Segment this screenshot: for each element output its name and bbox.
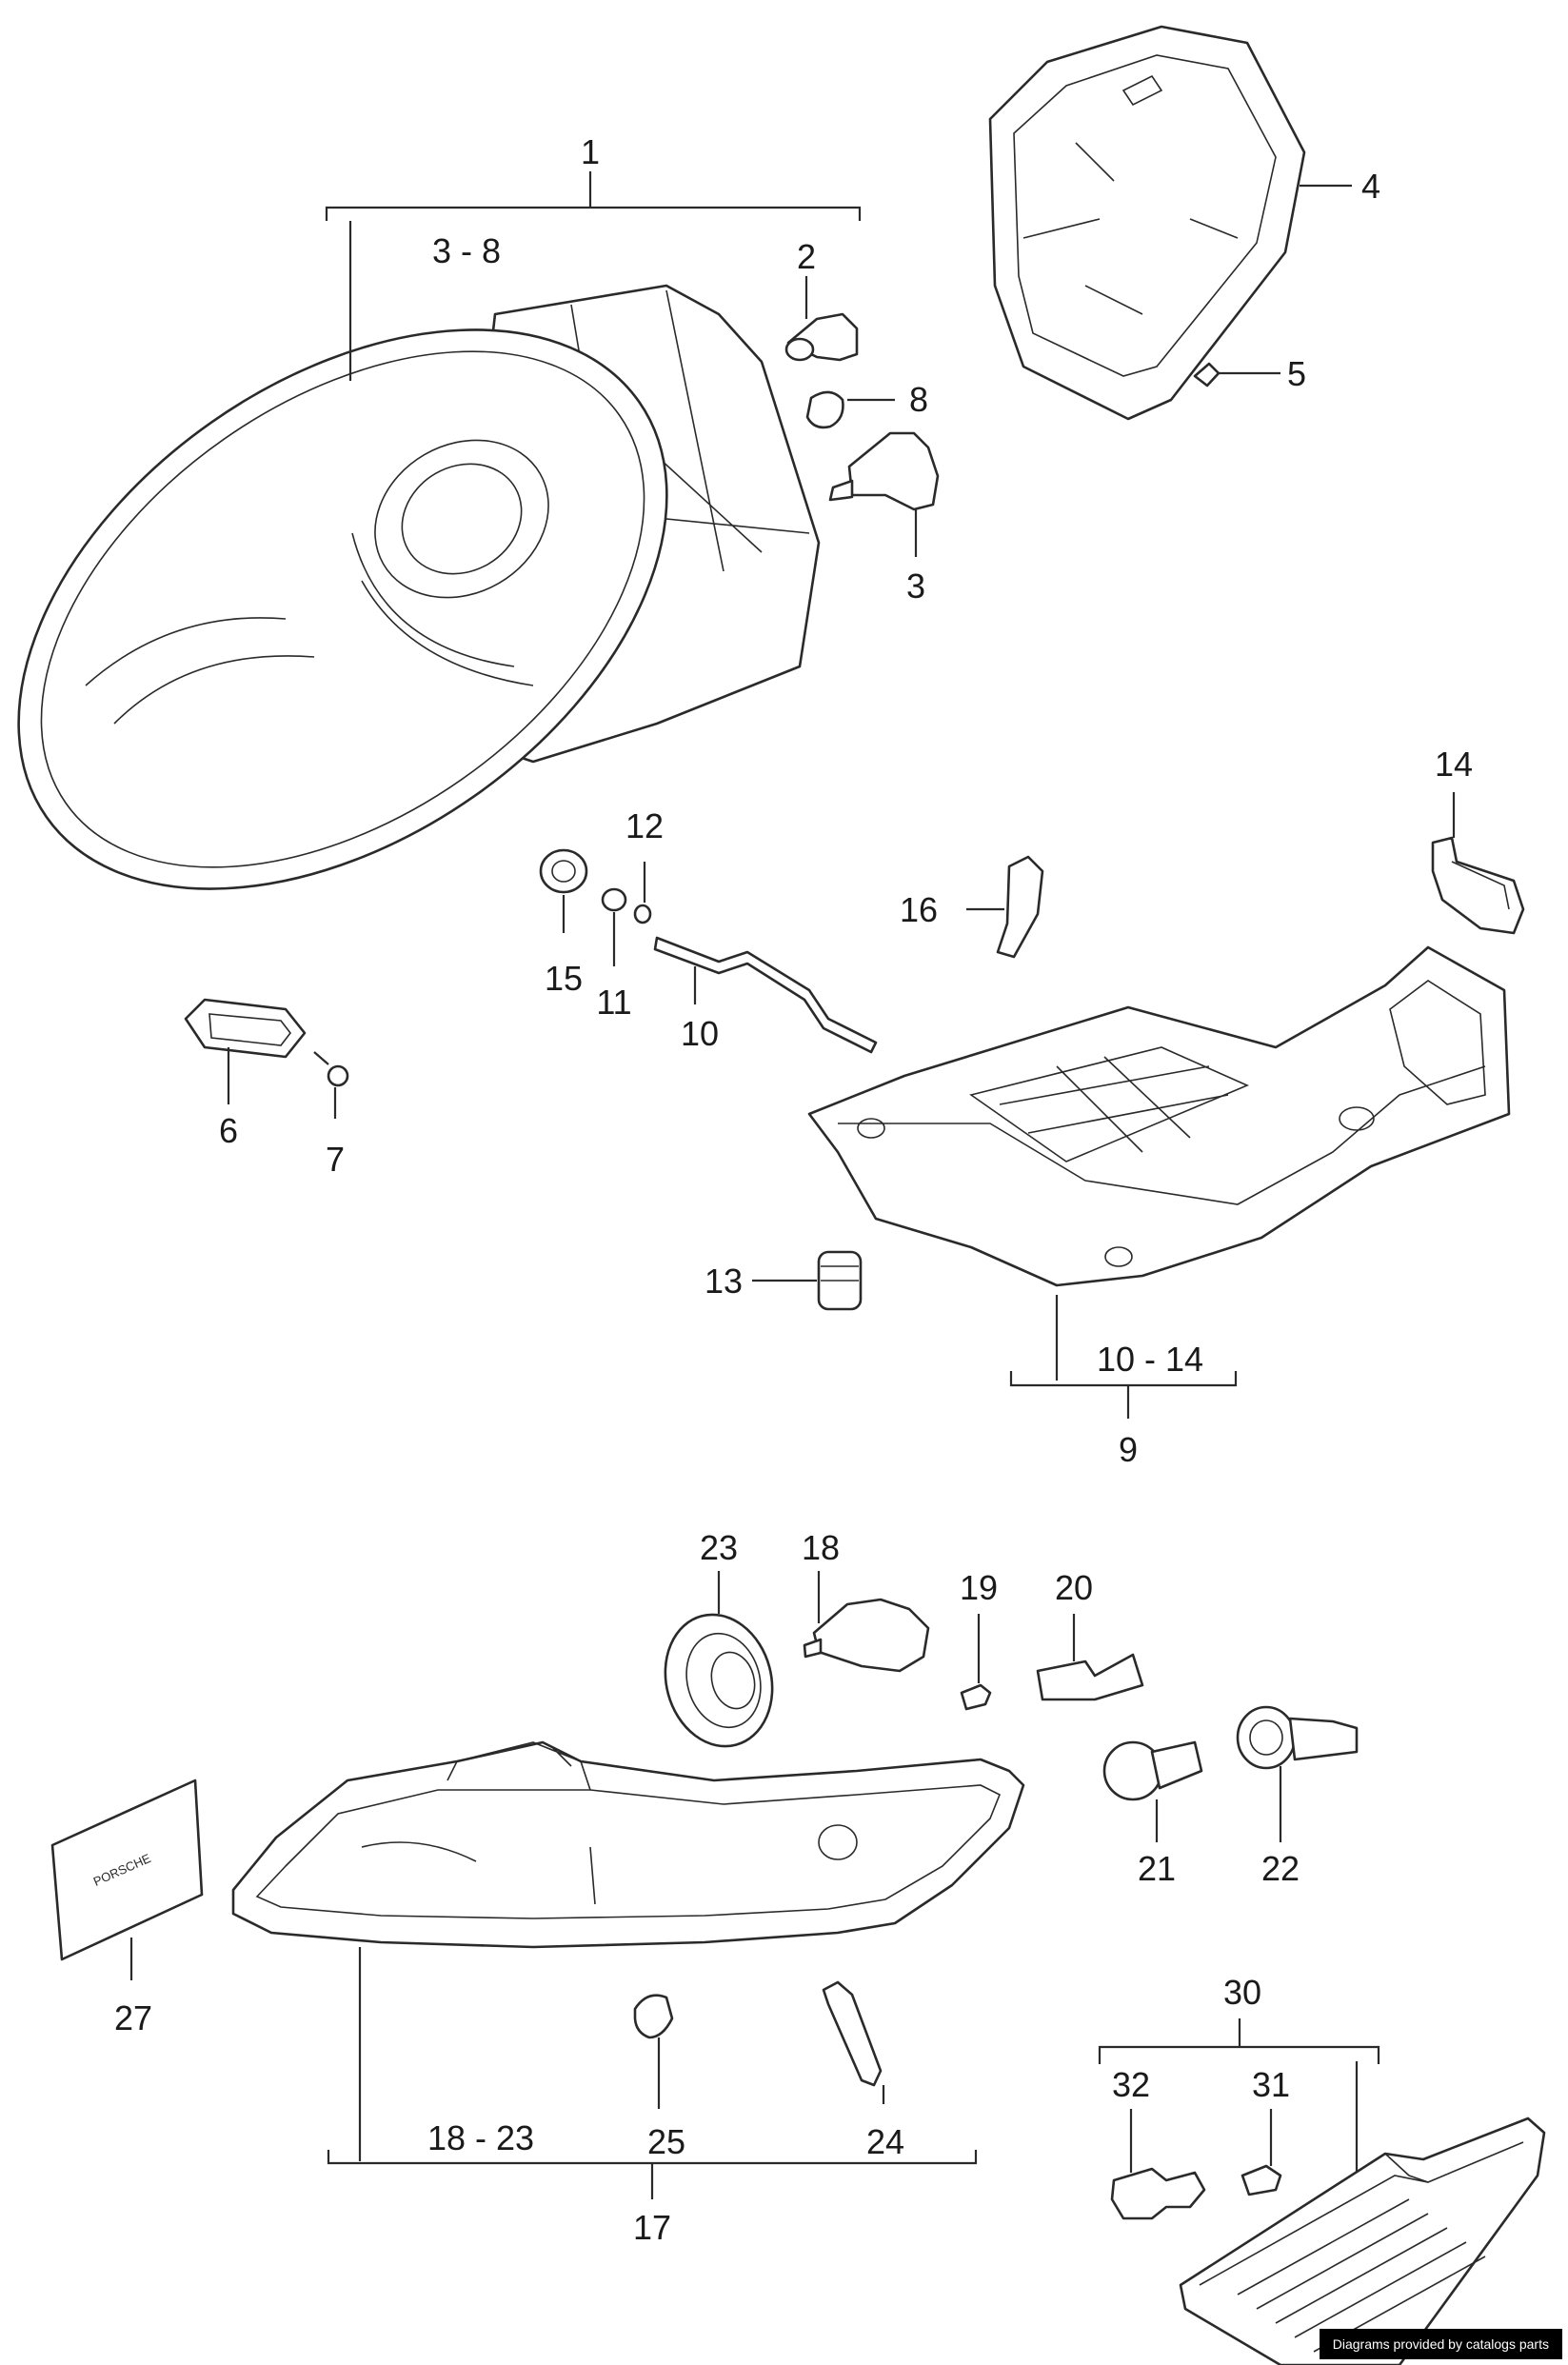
label-12: 12 <box>625 806 664 845</box>
clip-part-14[interactable]: 14 <box>1431 745 1525 935</box>
headlight-assembly[interactable] <box>0 214 821 1004</box>
label-11: 11 <box>596 983 631 1022</box>
label-3: 3 <box>906 566 925 606</box>
callout-17: 18 - 23 17 <box>327 1947 978 2247</box>
bulb-part-3[interactable]: 3 <box>828 431 940 606</box>
pin-part-24[interactable]: 24 <box>822 1980 904 2161</box>
side-marker-assembly[interactable] <box>1179 2117 1546 2365</box>
bulb-part-19[interactable]: 19 <box>960 1568 998 1711</box>
diagram-credit: Diagrams provided by catalogs parts <box>1319 2329 1562 2359</box>
bulb-part-31[interactable]: 31 <box>1241 2065 1290 2196</box>
label-18: 18 <box>802 1528 840 1567</box>
label-4: 4 <box>1361 167 1380 206</box>
label-15: 15 <box>545 959 583 998</box>
adjuster-part-13[interactable]: 13 <box>705 1250 863 1311</box>
label-9: 9 <box>1119 1430 1138 1469</box>
bracket-part-16[interactable]: 16 <box>900 855 1044 959</box>
label-32: 32 <box>1112 2065 1150 2104</box>
label-21: 21 <box>1138 1849 1176 1888</box>
bulb-part-2[interactable]: 2 <box>784 237 859 362</box>
screw-part-7[interactable]: 7 <box>313 1051 349 1179</box>
label-22: 22 <box>1261 1849 1300 1888</box>
label-16: 16 <box>900 890 938 929</box>
label-13: 13 <box>705 1262 743 1301</box>
label-19: 19 <box>960 1568 998 1607</box>
gasket-part-23[interactable]: 23 <box>651 1528 786 1759</box>
label-6: 6 <box>219 1111 238 1150</box>
label-5: 5 <box>1287 354 1306 393</box>
label-10-14: 10 - 14 <box>1097 1340 1203 1379</box>
label-18-23: 18 - 23 <box>427 2118 534 2157</box>
label-20: 20 <box>1055 1568 1093 1607</box>
pin-part-25[interactable]: 25 <box>633 1994 685 2161</box>
ring-part-12[interactable]: 12 <box>625 806 664 924</box>
bulb-part-20[interactable]: 20 <box>1036 1568 1144 1701</box>
label-17: 17 <box>633 2208 671 2247</box>
label-10: 10 <box>681 1014 719 1053</box>
label-30: 30 <box>1223 1973 1261 2012</box>
callout-30: 30 <box>1098 1973 1380 2180</box>
grommet-part-15[interactable]: 15 <box>539 848 588 998</box>
bulb-part-21[interactable]: 21 <box>1102 1740 1203 1888</box>
callout-1: 1 3 - 8 <box>325 132 862 381</box>
base-tray-part-9[interactable] <box>807 945 1511 1287</box>
bulb-part-18[interactable]: 18 <box>802 1528 930 1673</box>
socket-part-32[interactable]: 32 <box>1110 2065 1206 2220</box>
label-27: 27 <box>114 1998 152 2037</box>
label-7: 7 <box>326 1140 345 1179</box>
label-3-8: 3 - 8 <box>432 231 501 270</box>
callout-9: 10 - 14 9 <box>1009 1295 1238 1469</box>
screw-part-5[interactable]: 5 <box>1193 354 1306 393</box>
nut-part-11[interactable]: 11 <box>596 887 632 1022</box>
clip-part-8[interactable]: 8 <box>805 380 928 429</box>
label-1: 1 <box>581 132 600 171</box>
label-8: 8 <box>909 380 928 419</box>
label-31: 31 <box>1252 2065 1290 2104</box>
label-14: 14 <box>1435 745 1473 784</box>
rod-part-10[interactable]: 10 <box>653 936 878 1054</box>
cover-part-6[interactable]: 6 <box>184 998 307 1150</box>
fog-light-assembly[interactable] <box>231 1740 1025 1949</box>
label-24: 24 <box>866 2122 904 2161</box>
info-plate-part-27[interactable]: PORSCHE 27 <box>50 1779 204 2037</box>
socket-part-22[interactable]: 22 <box>1236 1705 1359 1888</box>
cover-part-4[interactable]: 4 <box>988 25 1380 421</box>
label-2: 2 <box>797 237 816 276</box>
label-25: 25 <box>647 2122 685 2161</box>
label-23: 23 <box>700 1528 738 1567</box>
